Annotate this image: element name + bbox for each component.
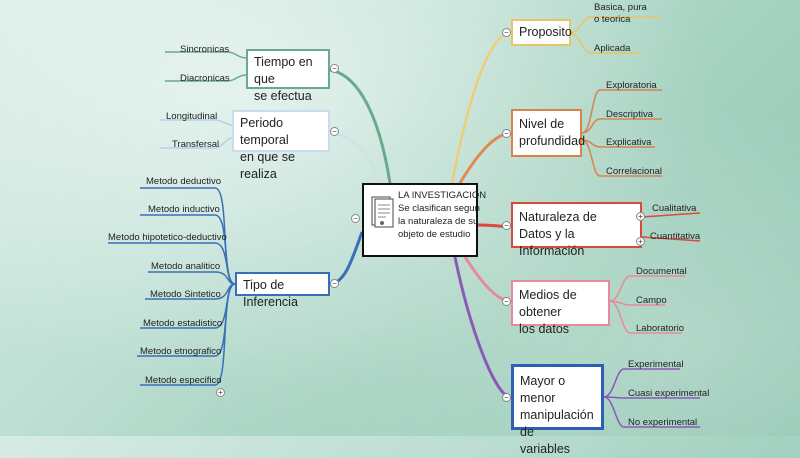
link-periodo xyxy=(329,132,381,184)
leaf-descriptiva[interactable]: Descriptiva xyxy=(606,109,653,120)
expand-toggle-cuantitativa[interactable]: + xyxy=(636,237,645,246)
link-mayor xyxy=(453,256,511,399)
topic-naturaleza-line-1: Naturaleza de xyxy=(519,210,597,224)
topic-medios-line-1: Medios de obtener xyxy=(519,288,577,319)
topic-tiempo-line-1: Tiempo en que xyxy=(254,55,313,86)
topic-medios-line-2: los datos xyxy=(519,322,570,336)
topic-nivel-line-1: Nivel de xyxy=(519,117,565,131)
topic-inferencia[interactable]: Tipo de Inferencia xyxy=(235,272,330,309)
document-icon xyxy=(371,196,394,228)
collapse-toggle-nivel[interactable]: − xyxy=(502,129,511,138)
central-line-4: objeto de estudio xyxy=(398,229,471,240)
topic-tiempo-line-2: se efectua xyxy=(254,89,312,103)
leaf-cualitativa[interactable]: Cualitativa xyxy=(652,203,697,214)
leaf-cuasi-experimental[interactable]: Cuasi experimental xyxy=(628,388,710,399)
collapse-toggle-periodo[interactable]: − xyxy=(330,127,339,136)
collapse-toggle-medios[interactable]: − xyxy=(502,297,511,306)
leaf-metodo-analitico[interactable]: Metodo analitico xyxy=(151,261,221,272)
leaf-metodo-inductivo[interactable]: Metodo inductivo xyxy=(148,204,220,215)
leaf-cuantitativa[interactable]: Cuantitativa xyxy=(650,231,701,242)
collapse-toggle-mayor[interactable]: − xyxy=(502,393,511,402)
leaf-metodo-sintetico[interactable]: Metodo Sintetico xyxy=(150,289,221,300)
topic-nivel-line-2: profundidad xyxy=(519,134,586,148)
central-topic-text: LA INVESTIGACION Se clasifican segun la … xyxy=(398,189,486,241)
topic-inferencia-label: Tipo de Inferencia xyxy=(243,278,298,309)
central-line-1: LA INVESTIGACION xyxy=(398,190,487,201)
collapse-toggle-proposito[interactable]: − xyxy=(502,28,511,37)
link-proposito xyxy=(450,31,511,184)
link-inferencia xyxy=(329,231,364,286)
leaf-correlacional[interactable]: Correlacional xyxy=(606,166,662,177)
topic-nivel[interactable]: Nivel de profundidad xyxy=(511,109,586,157)
topic-naturaleza-line-2: Datos y la Información xyxy=(519,227,585,258)
topic-proposito[interactable]: Proposito xyxy=(511,19,572,46)
topic-periodo-line-1: Periodo temporal xyxy=(240,116,289,147)
leaf-metodo-deductivo[interactable]: Metodo deductivo xyxy=(146,176,221,187)
leaf-campo[interactable]: Campo xyxy=(636,295,667,306)
leaf-exploratoria[interactable]: Exploratoria xyxy=(606,80,657,91)
leaf-laboratorio[interactable]: Laboratorio xyxy=(636,323,685,334)
expand-toggle-especifico[interactable]: + xyxy=(216,388,225,397)
link-nivel xyxy=(458,131,511,184)
topic-mayor-manipulacion[interactable]: Mayor o menor manipulación de variables xyxy=(511,364,604,456)
leaf-metodo-especifico[interactable]: Metodo especifico xyxy=(145,375,222,386)
topic-periodo-line-2: en que se realiza xyxy=(240,150,295,181)
collapse-toggle-naturaleza[interactable]: − xyxy=(502,221,511,230)
topic-tiempo[interactable]: Tiempo en que se efectua xyxy=(246,49,330,103)
leaf-experimental[interactable]: Experimental xyxy=(628,359,684,370)
topic-mayor-line-1: Mayor o menor xyxy=(520,374,566,405)
leaf-no-experimental[interactable]: No experimental xyxy=(628,417,698,428)
leaf-transfersal[interactable]: Transfersal xyxy=(172,139,220,150)
leaf-metodo-etnografico[interactable]: Metodo etnografico xyxy=(140,346,222,357)
central-line-3: la naturaleza de su xyxy=(398,216,479,227)
topic-periodo[interactable]: Periodo temporal en que se realiza xyxy=(232,110,330,181)
leaf-diacronicas[interactable]: Diacronicas xyxy=(180,73,230,84)
leaf-aplicada[interactable]: Aplicada xyxy=(594,43,631,54)
topic-mayor-line-3: variables xyxy=(520,442,571,456)
leaf-sincronicas[interactable]: Sincronicas xyxy=(180,44,230,55)
link-tiempo xyxy=(329,68,392,184)
collapse-toggle-tiempo[interactable]: − xyxy=(330,64,339,73)
connector-lines xyxy=(108,16,701,428)
leaf-longitudinal[interactable]: Longitudinal xyxy=(166,111,218,122)
leaf-metodo-hipotetico-deductivo[interactable]: Metodo hipotetico-deductivo xyxy=(108,232,227,243)
leaf-explicativa[interactable]: Explicativa xyxy=(606,137,652,148)
collapse-toggle-inferencia[interactable]: − xyxy=(330,279,339,288)
central-line-2: Se clasifican segun xyxy=(398,203,480,214)
central-topic-investigacion[interactable]: LA INVESTIGACION Se clasifican segun la … xyxy=(362,183,486,257)
topic-proposito-label: Proposito xyxy=(519,25,572,39)
topic-naturaleza[interactable]: Naturaleza de Datos y la Información xyxy=(511,202,642,258)
leaf-documental[interactable]: Documental xyxy=(636,266,687,277)
expand-toggle-cualitativa[interactable]: + xyxy=(636,212,645,221)
leaf-metodo-estadistico[interactable]: Metodo estadistico xyxy=(143,318,223,329)
leaf-basica[interactable]: Basica, pura o teorica xyxy=(594,2,647,25)
link-medios xyxy=(463,256,511,303)
topic-medios[interactable]: Medios de obtener los datos xyxy=(511,280,610,336)
collapse-toggle-left[interactable]: − xyxy=(351,214,360,223)
